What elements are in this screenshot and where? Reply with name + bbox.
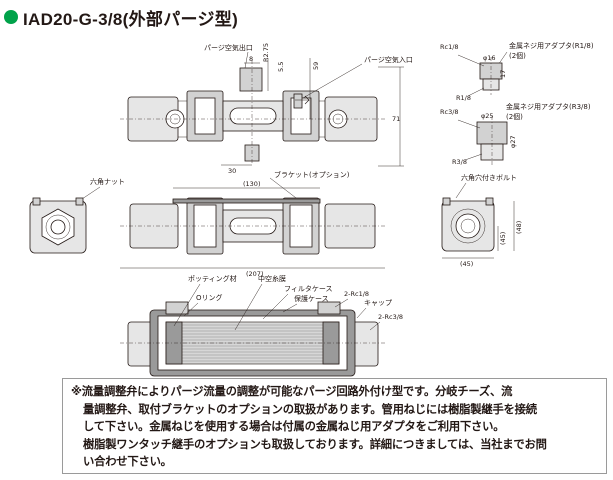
dim-130: (130) xyxy=(243,180,260,188)
label-potting: ポッティング材 xyxy=(188,274,237,283)
label-bracket: ブラケット(オプション) xyxy=(274,170,350,179)
label-protect-case: 保護ケース xyxy=(294,294,329,303)
note-line-4: 樹脂製ワンタッチ継手のオプションも取扱しております。詳細につきましては、当社まで… xyxy=(83,437,547,451)
label-purge-inlet: パージ空気入口 xyxy=(364,55,413,64)
label-qty2-b: (2個) xyxy=(506,112,523,121)
adapter-r18: Rc1/8 φ16 金属ネジ用アダプタ(R1/8) (2個) 17 R1/8 xyxy=(440,41,594,102)
right-side-view: 六角穴付きボルト (45) (48) (45) xyxy=(441,173,523,268)
dim-55: 5.5 xyxy=(277,62,285,72)
left-side-view: 六角ナット xyxy=(29,177,125,254)
right-side-port xyxy=(455,213,481,239)
dim-48: (48) xyxy=(515,221,523,234)
dim-2rc38: 2-Rc3/8 xyxy=(378,313,403,321)
note-box: ※流量調整弁によりパージ流量の調整が可能なパージ回路外付け型です。分岐チーズ、流… xyxy=(62,378,607,474)
dim-phi25: φ25 xyxy=(481,112,494,120)
label-cap: キャップ xyxy=(364,299,392,307)
bracket-plate xyxy=(172,198,321,204)
dim-45a: (45) xyxy=(499,232,507,245)
dim-8: 8 xyxy=(249,55,253,63)
label-oring: Oリング xyxy=(196,293,223,302)
dim-phi27: φ27 xyxy=(509,135,517,148)
dim-45b: (45) xyxy=(460,260,473,268)
dim-30: 30 xyxy=(228,167,236,175)
purge-outlet-fitting xyxy=(239,67,263,92)
dim-17: 17 xyxy=(499,70,507,78)
note-line-2: 量調整弁、取付ブラケットのオプションの取扱があります。管用ねじには樹脂製継手を接… xyxy=(83,402,537,416)
page-title: IAD20-G-3/8(外部パージ型) xyxy=(23,9,239,29)
top-view: 8 R2.75 5.5 59 71 30 パージ空気出口 パージ空気入口 xyxy=(120,43,413,175)
note-line-3: して下さい。金属ねじを使用する場合は付属の金属ねじ用アダプタをご利用下さい。 xyxy=(83,420,505,433)
title-bullet-icon xyxy=(4,10,18,24)
title-row: IAD20-G-3/8(外部パージ型) xyxy=(4,4,238,30)
label-hex-nut: 六角ナット xyxy=(90,177,125,186)
label-adapter-r38: 金属ネジ用アダプタ(R3/8) xyxy=(506,102,591,111)
dim-207: (207) xyxy=(246,270,263,278)
section-view: ポッティング材 中空糸膜 フィルタケース 保護ケース Oリング 2-Rc1/8 … xyxy=(120,274,403,377)
label-adapter-r18: 金属ネジ用アダプタ(R1/8) xyxy=(509,41,594,50)
dim-rc18: Rc1/8 xyxy=(440,43,459,51)
label-hex-bolt: 六角穴付きボルト xyxy=(461,173,517,182)
front-view: (130) ブラケット(オプション) (207) xyxy=(120,170,385,278)
dim-r38: R3/8 xyxy=(452,158,467,166)
fiber-lines xyxy=(182,324,323,362)
label-filter-case: フィルタケース xyxy=(284,284,333,293)
dim-59: 59 xyxy=(312,62,320,70)
dim-2rc18: 2-Rc1/8 xyxy=(344,290,369,298)
dim-r275: R2.75 xyxy=(262,43,270,62)
dim-phi16: φ16 xyxy=(483,54,496,62)
adapter-r38: Rc3/8 金属ネジ用アダプタ(R3/8) (2個) φ25 φ27 R3/8 xyxy=(440,102,591,166)
label-purge-outlet: パージ空気出口 xyxy=(204,43,253,52)
note-line-5: い合わせ下さい。 xyxy=(83,455,172,468)
dim-rc38: Rc3/8 xyxy=(440,108,459,116)
note-line-1: ※流量調整弁によりパージ流量の調整が可能なパージ回路外付け型です。分岐チーズ、流 xyxy=(71,385,513,398)
label-hollow-fiber: 中空糸膜 xyxy=(258,274,286,283)
dim-r18: R1/8 xyxy=(456,94,471,102)
label-qty2-a: (2個) xyxy=(509,51,526,60)
dim-71: 71 xyxy=(392,115,400,123)
